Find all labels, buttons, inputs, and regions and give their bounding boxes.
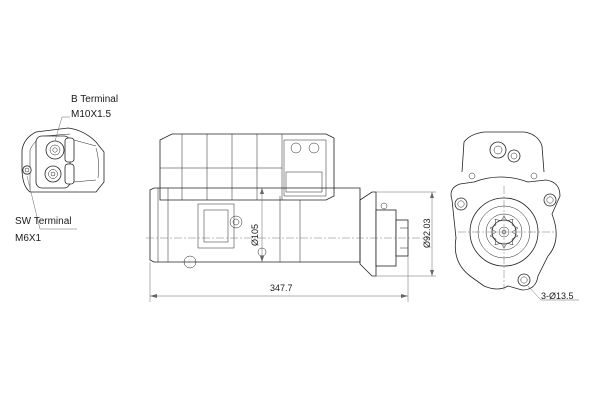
sw-terminal-thread: M6X1 — [15, 233, 42, 244]
terminal-detail-view — [21, 116, 105, 230]
b-terminal-label: B Terminal — [71, 94, 119, 105]
sw-terminal-label: SW Terminal — [15, 216, 72, 227]
starter-front-view — [450, 131, 579, 301]
pilot-diameter-dimension: Ø92.03 — [422, 218, 432, 248]
b-terminal-thread: M10X1.5 — [71, 109, 112, 120]
overall-length-dimension: 347.7 — [270, 283, 293, 293]
flange-diameter-dimension: Ø105 — [250, 223, 260, 246]
starter-side-view — [146, 133, 436, 302]
mounting-holes-dimension: 3-Ø13.5 — [541, 291, 574, 301]
